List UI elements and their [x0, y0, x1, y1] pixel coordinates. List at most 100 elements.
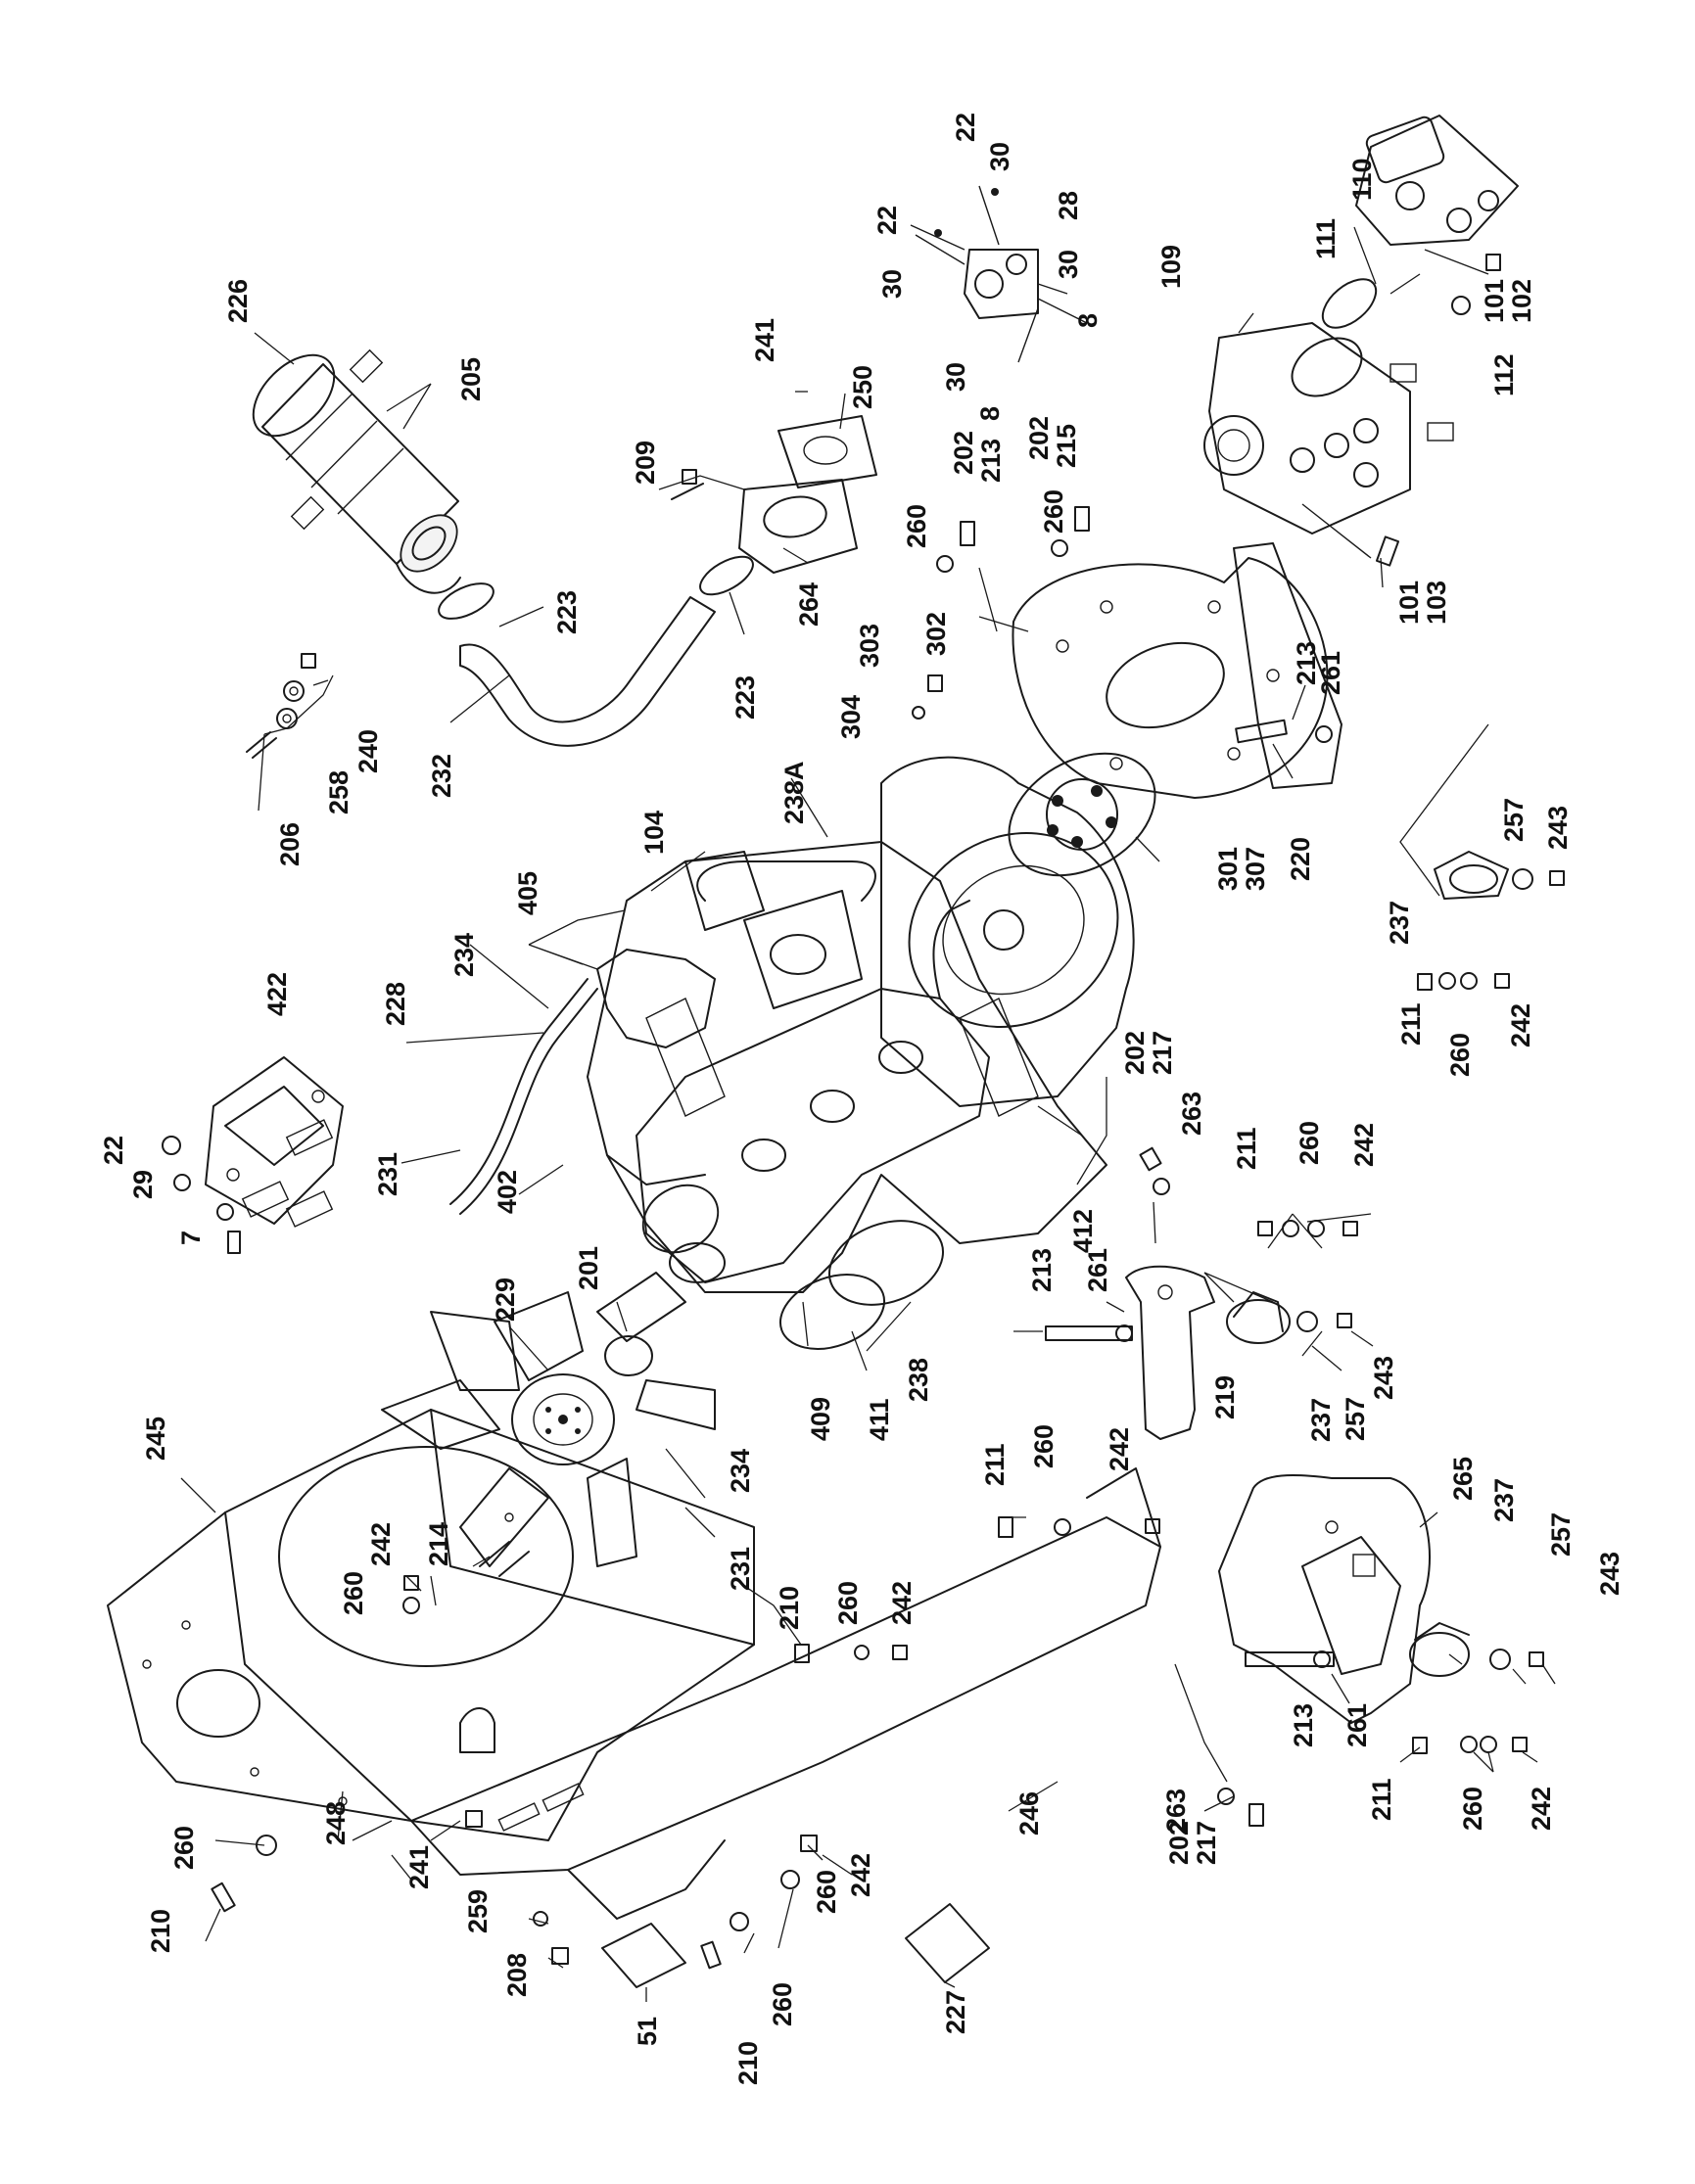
callout-22-b: 22	[872, 206, 902, 235]
radiator-shroud	[107, 1409, 755, 1841]
o-ring	[1321, 278, 1378, 329]
callout-30-d: 30	[941, 362, 970, 392]
callout-202-d: 202	[1164, 1821, 1194, 1865]
callout-214: 214	[424, 1522, 453, 1566]
callout-102: 102	[1507, 279, 1536, 323]
callout-29: 29	[128, 1170, 158, 1199]
air-cleaner-assembly	[252, 349, 461, 594]
callout-234-a: 234	[449, 933, 479, 977]
callout-202-a: 202	[949, 431, 978, 475]
callout-30-b: 30	[877, 269, 907, 299]
callout-260-h: 260	[1458, 1787, 1487, 1831]
isolation-pad-227	[905, 1903, 990, 1983]
callout-260-a: 260	[902, 504, 931, 548]
air-cleaner-hardware	[246, 469, 704, 759]
intake-adapter	[738, 479, 858, 574]
hose-clamp-lower	[699, 555, 754, 596]
callout-241-b: 241	[404, 1845, 434, 1889]
callout-228: 228	[381, 982, 410, 1026]
fuel-line	[449, 978, 598, 1215]
frame-rails	[410, 1467, 1161, 1920]
bolt-101	[1485, 254, 1501, 271]
washer-261	[1315, 725, 1333, 743]
callout-250: 250	[848, 365, 877, 409]
rail-hardware	[211, 1516, 1160, 1970]
callout-206: 206	[275, 822, 305, 866]
callout-260-g: 260	[833, 1581, 863, 1625]
engine-block	[587, 756, 1135, 1293]
gasket	[777, 415, 877, 488]
callout-243-a: 243	[1543, 806, 1573, 850]
callout-103: 103	[1422, 581, 1451, 625]
callout-301: 301	[1213, 847, 1243, 891]
callout-258: 258	[324, 770, 353, 814]
washer-112	[1451, 296, 1471, 315]
callout-22-top: 22	[951, 113, 980, 142]
callout-217-b: 217	[1192, 1821, 1221, 1865]
callout-243-b: 243	[1369, 1356, 1398, 1400]
cooling-fan	[381, 1272, 716, 1567]
callout-260-f: 260	[339, 1571, 368, 1615]
callout-223-upper: 223	[552, 590, 582, 634]
adapter-plate	[1012, 557, 1329, 799]
plate-hardware	[936, 506, 1400, 573]
bolt-213-lower	[1245, 1651, 1335, 1667]
callout-409: 409	[806, 1397, 835, 1441]
muffler	[636, 900, 990, 1283]
callout-238A: 238A	[779, 761, 809, 824]
callout-213-a: 213	[976, 439, 1006, 483]
callout-260-b: 260	[1039, 489, 1068, 534]
callout-22-c: 22	[99, 1136, 128, 1165]
callout-240: 240	[353, 729, 383, 773]
callout-213-d: 213	[1289, 1703, 1318, 1747]
callout-215: 215	[1052, 424, 1081, 468]
bolt-213	[1235, 719, 1288, 744]
callout-109: 109	[1156, 245, 1186, 289]
callout-263-a: 263	[1177, 1092, 1206, 1136]
callout-242-g: 242	[846, 1853, 875, 1897]
lower-mount-hardware	[1217, 1736, 1528, 1827]
callout-220: 220	[1286, 837, 1315, 881]
hose-clamp-upper	[438, 582, 494, 620]
wiring-harness	[596, 949, 716, 1048]
hydrostatic-pump	[1203, 322, 1454, 559]
callout-238: 238	[904, 1358, 933, 1402]
callout-104: 104	[639, 811, 669, 855]
callout-211-d: 211	[1367, 1778, 1396, 1821]
callout-242-a: 242	[1506, 1003, 1535, 1047]
fan-bolts	[479, 1541, 530, 1577]
callout-8-b: 8	[975, 406, 1005, 421]
callout-243-c: 243	[1595, 1552, 1624, 1596]
callout-111: 111	[1311, 218, 1341, 259]
callout-223-lower: 223	[730, 675, 760, 720]
callout-412: 412	[1068, 1209, 1098, 1253]
callout-260-i: 260	[169, 1826, 199, 1870]
callout-265: 265	[1448, 1457, 1478, 1501]
callout-101-top: 101	[1480, 279, 1509, 323]
valve-block	[910, 185, 1088, 363]
callout-208: 208	[502, 1953, 532, 1997]
callout-209: 209	[631, 441, 660, 485]
callout-213-b: 213	[1292, 641, 1321, 685]
callout-231-b: 231	[726, 1547, 755, 1591]
callout-234-b: 234	[726, 1449, 755, 1493]
panel-hardware	[162, 1136, 241, 1254]
callout-257-c: 257	[1546, 1512, 1576, 1557]
callout-261-a: 261	[1316, 651, 1345, 695]
washer-261-mount	[1115, 1324, 1133, 1342]
callout-242-b: 242	[1349, 1123, 1379, 1167]
callout-237-a: 237	[1385, 901, 1414, 945]
washer-261-lower	[1313, 1650, 1331, 1668]
callout-210-b: 210	[146, 1909, 175, 1953]
auxiliary-pump	[1355, 115, 1519, 275]
callout-210-a: 210	[775, 1586, 804, 1630]
callout-202-c: 202	[1120, 1031, 1150, 1075]
callout-237-b: 237	[1306, 1398, 1336, 1442]
callout-51: 51	[633, 2017, 662, 2046]
bolt-303	[927, 674, 943, 692]
callout-242-f: 242	[1527, 1787, 1556, 1831]
callout-411: 411	[865, 1398, 894, 1441]
callout-260-k: 260	[768, 1982, 797, 2026]
callout-260-e: 260	[1029, 1424, 1059, 1468]
callout-229: 229	[491, 1278, 520, 1322]
